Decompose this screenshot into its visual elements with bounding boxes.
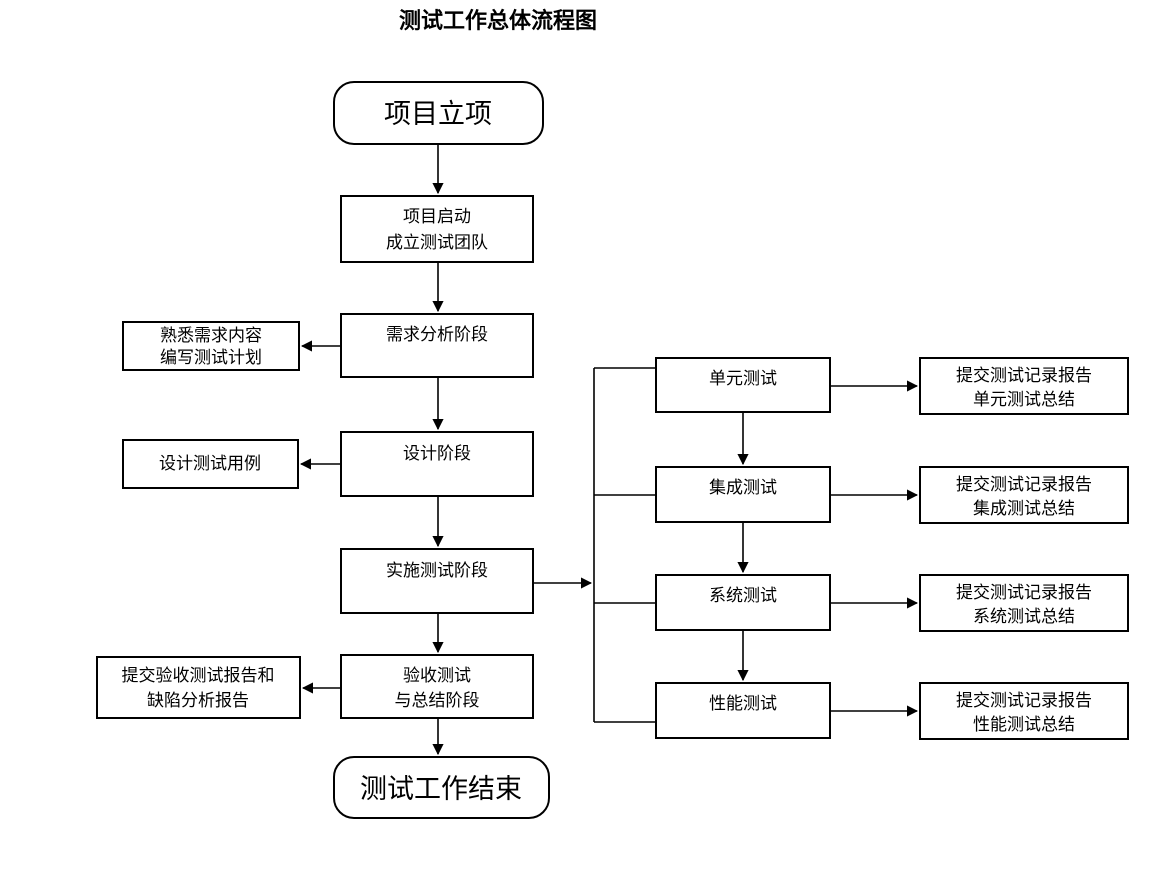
integration-report-line2: 集成测试总结: [973, 499, 1075, 518]
requirement-shape[interactable]: [340, 313, 534, 378]
node-acceptance-output[interactable]: 提交验收测试报告和 缺陷分析报告: [96, 656, 301, 719]
acceptance-label-line2: 与总结阶段: [395, 691, 480, 710]
kickoff-shape[interactable]: [340, 195, 534, 263]
node-integration-report[interactable]: 提交测试记录报告 集成测试总结: [919, 466, 1129, 524]
integration-report-shape[interactable]: [919, 466, 1129, 524]
end-shape[interactable]: [333, 756, 550, 819]
start-label: 项目立项: [384, 99, 492, 129]
system-report-line2: 系统测试总结: [973, 607, 1075, 626]
node-unit-report[interactable]: 提交测试记录报告 单元测试总结: [919, 357, 1129, 415]
unit-test-shape[interactable]: [655, 357, 831, 413]
performance-test-shape[interactable]: [655, 682, 831, 739]
design-shape[interactable]: [340, 431, 534, 497]
node-unit-test[interactable]: 单元测试: [655, 357, 831, 413]
node-system-report[interactable]: 提交测试记录报告 系统测试总结: [919, 574, 1129, 632]
acceptance-output-line2: 缺陷分析报告: [147, 691, 249, 710]
acceptance-label-line1: 验收测试: [403, 666, 471, 685]
performance-report-shape[interactable]: [919, 682, 1129, 740]
node-requirement-output[interactable]: 熟悉需求内容 编写测试计划: [122, 321, 300, 371]
requirement-output-line1: 熟悉需求内容: [160, 325, 262, 345]
integration-test-label: 集成测试: [709, 478, 777, 497]
unit-test-label: 单元测试: [709, 369, 777, 388]
execute-shape[interactable]: [340, 548, 534, 614]
page-title: 测试工作总体流程图: [399, 8, 597, 33]
requirement-output-shape[interactable]: [122, 321, 300, 371]
kickoff-label-line1: 项目启动: [403, 207, 471, 226]
integration-report-line1: 提交测试记录报告: [956, 475, 1092, 494]
system-report-shape[interactable]: [919, 574, 1129, 632]
node-end[interactable]: 测试工作结束: [333, 756, 550, 819]
node-execute[interactable]: 实施测试阶段: [340, 548, 534, 614]
node-acceptance[interactable]: 验收测试 与总结阶段: [340, 654, 534, 719]
requirement-output-line2: 编写测试计划: [160, 348, 262, 367]
node-performance-test[interactable]: 性能测试: [655, 682, 831, 739]
acceptance-shape[interactable]: [340, 654, 534, 719]
node-integration-test[interactable]: 集成测试: [655, 466, 831, 523]
acceptance-output-shape[interactable]: [96, 656, 301, 719]
unit-report-shape[interactable]: [919, 357, 1129, 415]
design-output-shape[interactable]: [122, 439, 299, 489]
edge-group: [299, 144, 919, 756]
system-test-label: 系统测试: [709, 586, 777, 605]
node-design[interactable]: 设计阶段: [340, 431, 534, 497]
acceptance-output-line1: 提交验收测试报告和: [122, 666, 275, 685]
unit-report-line1: 提交测试记录报告: [956, 366, 1092, 385]
node-system-test[interactable]: 系统测试: [655, 574, 831, 631]
kickoff-label-line2: 成立测试团队: [386, 233, 488, 252]
node-design-output[interactable]: 设计测试用例: [122, 439, 299, 489]
start-shape[interactable]: [333, 81, 544, 145]
system-report-line1: 提交测试记录报告: [956, 583, 1092, 602]
system-test-shape[interactable]: [655, 574, 831, 631]
design-label: 设计阶段: [403, 444, 471, 463]
performance-report-line1: 提交测试记录报告: [956, 691, 1092, 710]
requirement-label: 需求分析阶段: [386, 325, 488, 344]
integration-test-shape[interactable]: [655, 466, 831, 523]
execute-label: 实施测试阶段: [386, 561, 488, 580]
performance-test-label: 性能测试: [709, 694, 777, 713]
node-requirement[interactable]: 需求分析阶段: [340, 313, 534, 378]
node-start[interactable]: 项目立项: [333, 81, 544, 145]
node-performance-report[interactable]: 提交测试记录报告 性能测试总结: [919, 682, 1129, 740]
node-kickoff[interactable]: 项目启动 成立测试团队: [340, 195, 534, 263]
performance-report-line2: 性能测试总结: [973, 715, 1075, 734]
design-output-label: 设计测试用例: [159, 454, 261, 473]
end-label: 测试工作结束: [360, 774, 522, 804]
unit-report-line2: 单元测试总结: [973, 390, 1075, 409]
